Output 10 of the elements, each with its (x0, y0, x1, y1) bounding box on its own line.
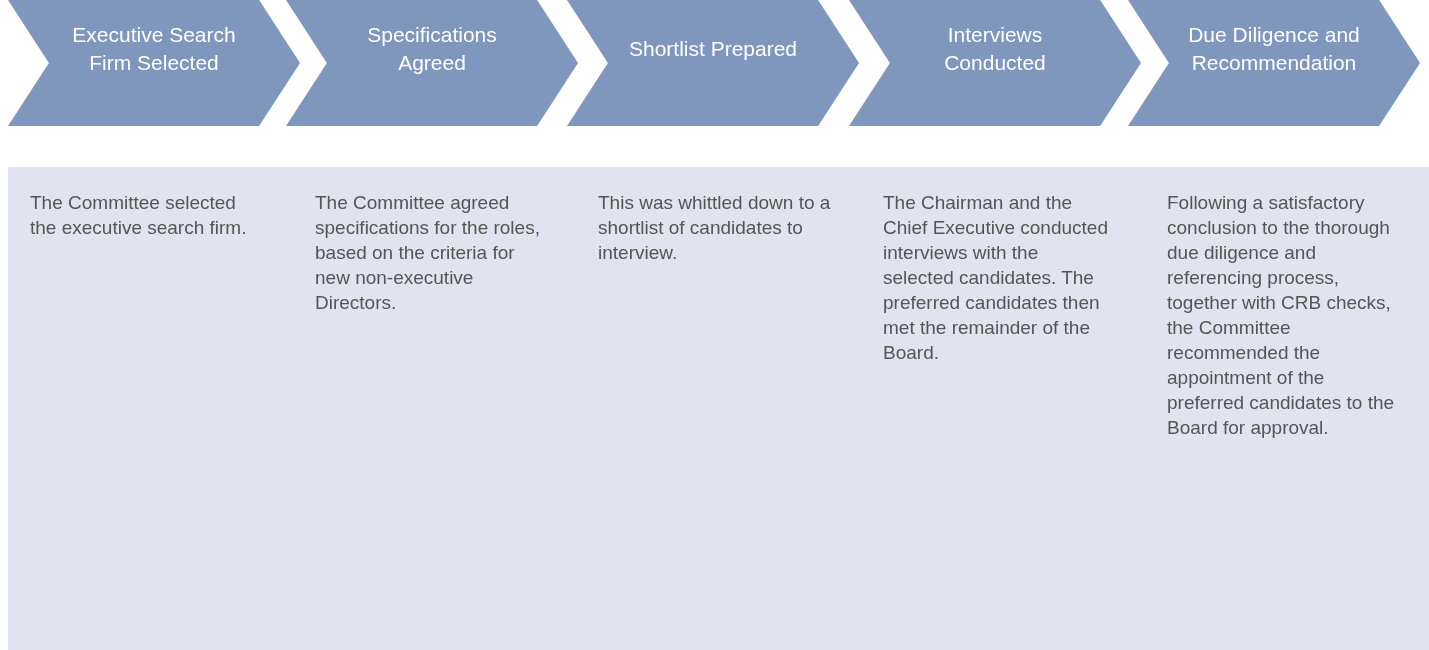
step-title: Specifications Agreed (366, 22, 498, 76)
step-title: Due Diligence and Recommendation (1187, 22, 1361, 76)
step-title: Interviews Conducted (943, 22, 1047, 76)
step-description: The Committee selected the executive search firm. (30, 191, 248, 240)
step-title: Shortlist Prepared (627, 36, 799, 62)
step-description: The Chairman and the Chief Executive conducted interviews with the selected candidates. The preferred candidates then met the remainder of the Board. (883, 191, 1109, 365)
step-description: The Committee agreed specifications for the roles, based on the criteria for new non-executive Directors. (315, 191, 541, 315)
step-title: Executive Search Firm Selected (71, 22, 237, 76)
step-description: This was whittled down to a shortlist of candidates to interview. (598, 191, 832, 265)
step-description: Following a satisfactory conclusion to the thorough due diligence and referencing process, together with CRB checks, the Committee recommended the appointment of the preferred candidates to the Board for approval. (1167, 191, 1396, 440)
